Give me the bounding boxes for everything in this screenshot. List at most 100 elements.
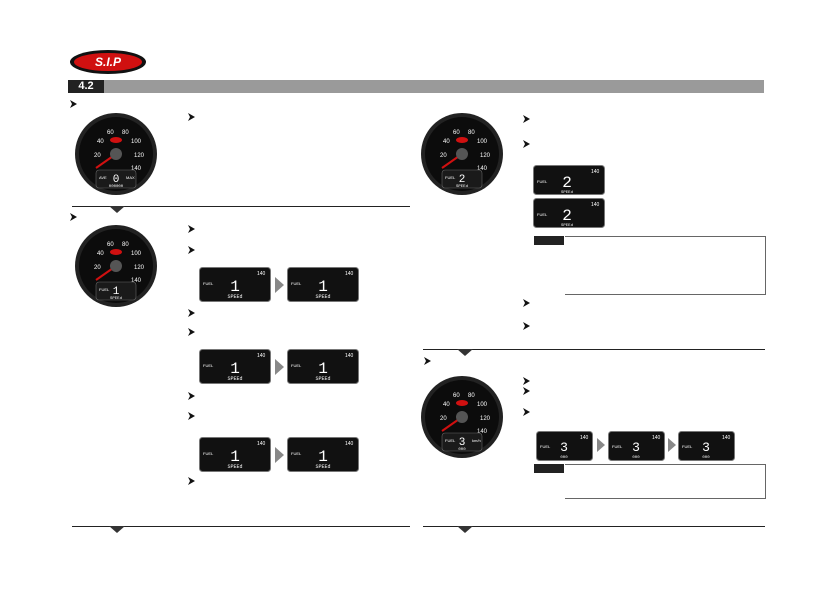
svg-text:140: 140 bbox=[722, 435, 731, 441]
svg-text:140: 140 bbox=[477, 429, 488, 435]
lcd-display: 1 FUEL 140 SPEEd bbox=[287, 349, 359, 384]
svg-text:60: 60 bbox=[107, 242, 114, 248]
note-box bbox=[565, 236, 766, 295]
svg-text:3: 3 bbox=[560, 440, 568, 455]
section-number: 4.2 bbox=[68, 80, 104, 93]
svg-text:1: 1 bbox=[318, 360, 328, 378]
svg-text:SPEEd: SPEEd bbox=[227, 376, 242, 382]
lcd-display: 3 FUEL 140 000 bbox=[536, 431, 593, 461]
svg-text:140: 140 bbox=[131, 278, 142, 284]
svg-text:3: 3 bbox=[459, 437, 466, 449]
svg-text:60: 60 bbox=[453, 393, 460, 399]
arrow-down-icon bbox=[109, 526, 125, 533]
svg-text:FUEL: FUEL bbox=[540, 444, 551, 449]
svg-text:SPEEd: SPEEd bbox=[561, 190, 574, 195]
chevron-right-icon bbox=[188, 412, 195, 420]
chevron-right-icon bbox=[523, 322, 530, 330]
divider bbox=[423, 349, 765, 350]
arrow-down-icon bbox=[109, 206, 125, 213]
chevron-right-icon bbox=[70, 213, 77, 221]
lcd-display: 3 FUEL 140 000 bbox=[608, 431, 665, 461]
svg-text:80: 80 bbox=[468, 130, 475, 136]
svg-text:FUEL: FUEL bbox=[537, 179, 548, 184]
chevron-right-icon bbox=[188, 246, 195, 254]
svg-text:1: 1 bbox=[318, 448, 328, 466]
svg-text:FUEL: FUEL bbox=[203, 363, 214, 368]
note-tag bbox=[534, 464, 564, 473]
svg-text:2: 2 bbox=[562, 207, 572, 225]
svg-text:20: 20 bbox=[94, 153, 101, 159]
lcd-display: 1 FUEL 140 SPEEd bbox=[199, 437, 271, 472]
arrow-right-icon bbox=[668, 438, 676, 452]
svg-text:120: 120 bbox=[134, 153, 145, 159]
svg-text:000000: 000000 bbox=[109, 185, 124, 189]
svg-text:1: 1 bbox=[230, 448, 240, 466]
arrow-right-icon bbox=[275, 447, 284, 463]
lcd-display: 1 FUEL 140 SPEEd bbox=[199, 267, 271, 302]
svg-text:MAX: MAX bbox=[126, 175, 135, 180]
svg-text:100: 100 bbox=[131, 251, 142, 257]
svg-text:120: 120 bbox=[480, 416, 491, 422]
chevron-right-icon bbox=[188, 392, 195, 400]
chevron-right-icon bbox=[188, 328, 195, 336]
svg-text:0: 0 bbox=[113, 174, 120, 186]
section-bar bbox=[68, 80, 764, 93]
arrow-right-icon bbox=[275, 359, 284, 375]
lcd-display: 2 FUEL 140 SPEEd bbox=[533, 198, 605, 228]
chevron-right-icon bbox=[188, 477, 195, 485]
svg-text:2: 2 bbox=[562, 174, 572, 192]
svg-text:40: 40 bbox=[443, 402, 450, 408]
speedometer-gauge-1: 20 40 60 80 100 120 140 0 AVE MAX 000000 bbox=[75, 113, 157, 195]
svg-text:140: 140 bbox=[652, 435, 661, 441]
svg-text:000: 000 bbox=[702, 456, 710, 460]
svg-text:3: 3 bbox=[632, 440, 640, 455]
speedometer-gauge-2: 20 40 60 80 100 120 140 1 FUEL SPEEd bbox=[75, 225, 157, 307]
svg-text:FUEL: FUEL bbox=[203, 451, 214, 456]
logo-text: S.I.P bbox=[95, 55, 122, 69]
chevron-right-icon bbox=[188, 113, 195, 121]
svg-text:SPEEd: SPEEd bbox=[315, 464, 330, 470]
note-box bbox=[565, 464, 766, 499]
svg-text:FUEL: FUEL bbox=[682, 444, 693, 449]
svg-text:20: 20 bbox=[440, 153, 447, 159]
chevron-right-icon bbox=[188, 225, 195, 233]
svg-text:FUEL: FUEL bbox=[291, 451, 302, 456]
arrow-right-icon bbox=[597, 438, 605, 452]
svg-text:100: 100 bbox=[477, 139, 488, 145]
divider bbox=[423, 526, 765, 527]
svg-text:SPEEd: SPEEd bbox=[315, 294, 330, 300]
svg-text:40: 40 bbox=[97, 139, 104, 145]
svg-text:SPEEd: SPEEd bbox=[456, 184, 469, 189]
speedometer-gauge-4: 20 40 60 80 100 120 140 3 FUEL km/h 000 bbox=[421, 376, 503, 458]
svg-text:140: 140 bbox=[257, 441, 266, 447]
svg-text:FUEL: FUEL bbox=[445, 175, 456, 180]
sip-logo: S.I.P bbox=[70, 50, 146, 74]
svg-text:140: 140 bbox=[345, 441, 354, 447]
svg-text:100: 100 bbox=[131, 139, 142, 145]
svg-text:SPEEd: SPEEd bbox=[110, 296, 123, 301]
svg-text:140: 140 bbox=[257, 353, 266, 359]
svg-text:SPEEd: SPEEd bbox=[315, 376, 330, 382]
svg-text:140: 140 bbox=[345, 353, 354, 359]
chevron-right-icon bbox=[188, 309, 195, 317]
svg-text:FUEL: FUEL bbox=[291, 363, 302, 368]
note-border bbox=[565, 236, 766, 237]
note-border bbox=[565, 464, 766, 465]
svg-text:1: 1 bbox=[230, 360, 240, 378]
svg-text:1: 1 bbox=[230, 278, 240, 296]
svg-text:FUEL: FUEL bbox=[203, 281, 214, 286]
chevron-right-icon bbox=[523, 140, 530, 148]
svg-text:140: 140 bbox=[591, 202, 600, 208]
svg-text:SPEEd: SPEEd bbox=[227, 294, 242, 300]
svg-text:FUEL: FUEL bbox=[291, 281, 302, 286]
lcd-display: 1 FUEL 140 SPEEd bbox=[287, 267, 359, 302]
chevron-right-icon bbox=[523, 387, 530, 395]
arrow-down-icon bbox=[457, 526, 473, 533]
chevron-right-icon bbox=[70, 100, 77, 108]
chevron-right-icon bbox=[424, 357, 431, 365]
svg-text:40: 40 bbox=[443, 139, 450, 145]
svg-text:1: 1 bbox=[318, 278, 328, 296]
svg-text:60: 60 bbox=[107, 130, 114, 136]
svg-text:140: 140 bbox=[345, 271, 354, 277]
svg-text:FUEL: FUEL bbox=[445, 438, 456, 443]
